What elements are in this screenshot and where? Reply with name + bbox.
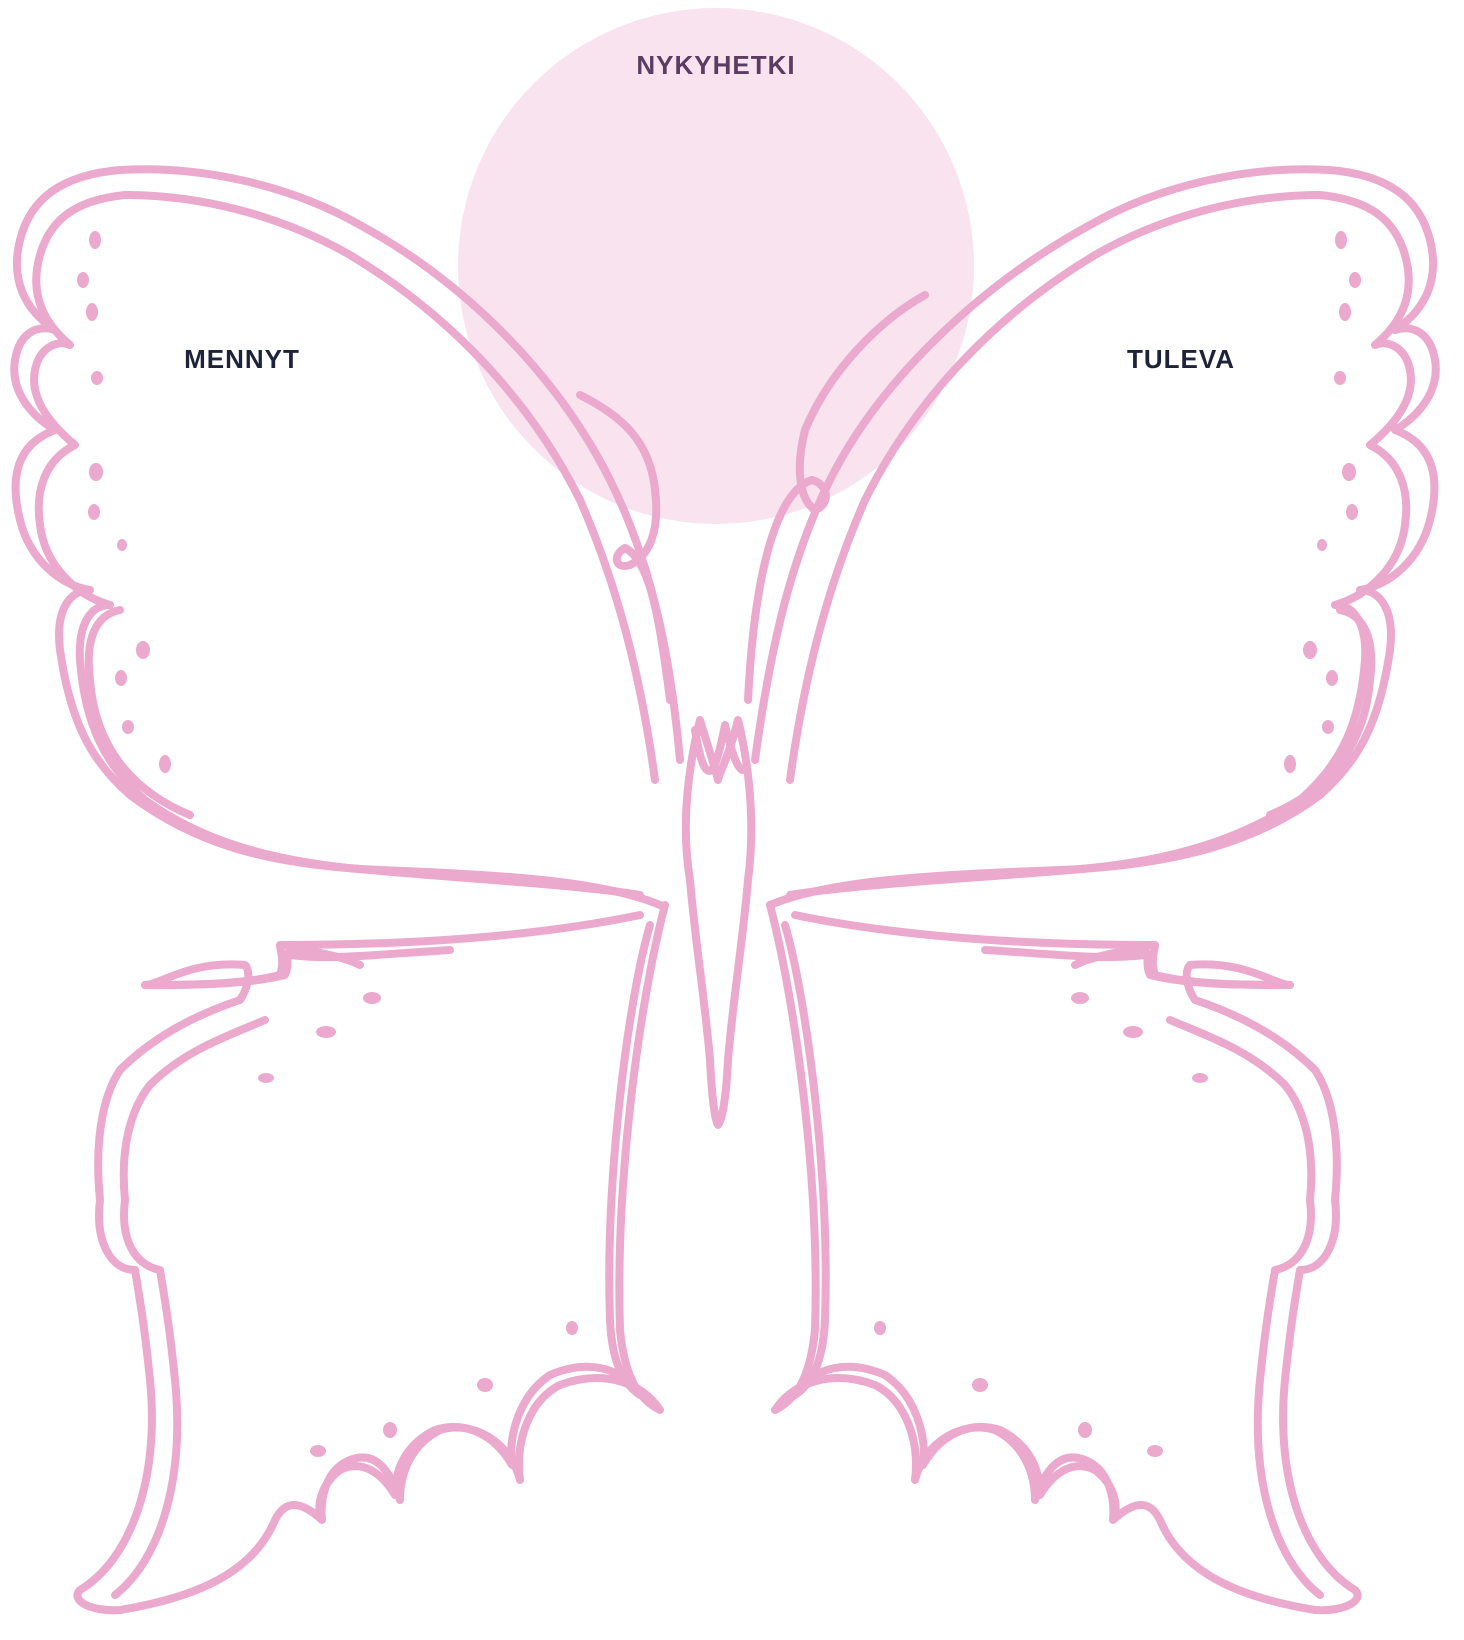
spot [159, 755, 171, 773]
spot [566, 1321, 578, 1335]
spot [1339, 303, 1351, 321]
left-wing-vein [89, 610, 190, 815]
spot [874, 1321, 886, 1335]
spot [310, 1445, 326, 1457]
spot [1322, 720, 1334, 734]
spot [1147, 1445, 1163, 1457]
spot [972, 1378, 988, 1392]
spot [88, 504, 100, 520]
spot [258, 1073, 274, 1083]
spot [1192, 1073, 1208, 1083]
spot [91, 371, 103, 385]
right-lower-wing-inner [785, 925, 1320, 1595]
spot [1303, 641, 1317, 659]
spot [1326, 670, 1338, 686]
spot [363, 992, 381, 1004]
present-label: NYKYHETKI [636, 50, 795, 81]
spot [1078, 1422, 1092, 1438]
spot [1349, 272, 1361, 288]
spot [136, 641, 150, 659]
spot [1346, 504, 1358, 520]
spot [117, 539, 127, 551]
spot [316, 1026, 336, 1038]
spot [1284, 755, 1296, 773]
spot [1335, 231, 1347, 249]
spot [89, 231, 101, 249]
spot [1342, 463, 1356, 481]
spot [115, 670, 127, 686]
future-label: TULEVA [1127, 344, 1235, 375]
butterfly-body [686, 720, 751, 1125]
left-lower-wing-inner [115, 925, 650, 1595]
spot [86, 303, 98, 321]
spot [77, 272, 89, 288]
spot [1317, 539, 1327, 551]
spot [89, 463, 103, 481]
spot [122, 720, 134, 734]
spot [477, 1378, 493, 1392]
spot [383, 1422, 397, 1438]
spot [1123, 1026, 1143, 1038]
spot [1071, 992, 1089, 1004]
spot [1334, 371, 1346, 385]
past-label: MENNYT [184, 344, 300, 375]
